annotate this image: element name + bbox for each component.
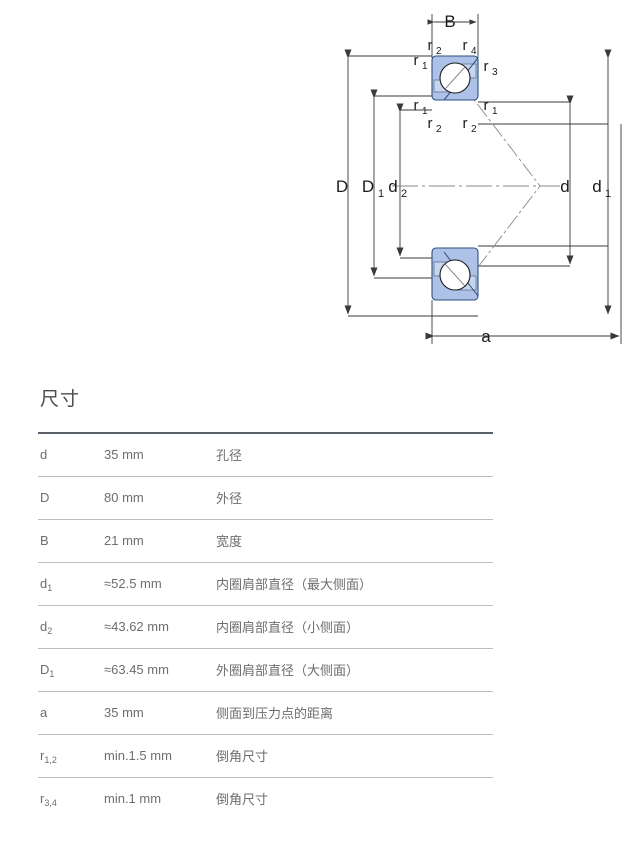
dimensions-title: 尺寸 (40, 389, 81, 410)
label-D1: D 1 (362, 177, 384, 200)
svg-text:D: D (362, 177, 374, 196)
dimension-symbol-subscript: 2 (47, 626, 53, 636)
label-r2-top-left: r 2 (428, 37, 443, 57)
dimension-symbol-subscript: 1 (49, 669, 55, 679)
dimension-description: 内圈肩部直径（最大侧面） (214, 561, 493, 605)
svg-text:1: 1 (492, 106, 498, 117)
dimension-symbol: B (38, 518, 102, 562)
label-d2: d 2 (388, 177, 407, 200)
svg-text:r: r (414, 97, 419, 114)
dimension-symbol: r3,4 (38, 776, 102, 820)
dimension-symbol: a (38, 690, 102, 734)
svg-text:r: r (428, 37, 433, 54)
svg-text:4: 4 (471, 46, 477, 57)
svg-text:2: 2 (471, 124, 477, 135)
label-d: d (560, 177, 569, 196)
dimension-symbol: d1 (38, 561, 102, 605)
dimension-symbol-subscript: 1 (47, 583, 53, 593)
bearing-lower-section (431, 247, 479, 301)
dimension-description: 侧面到压力点的距离 (214, 690, 493, 734)
dimension-description: 外圈肩部直径（大侧面） (214, 647, 493, 691)
label-r1-left-upper: r 1 (414, 52, 429, 72)
dimension-symbol: d (38, 432, 102, 476)
label-r4-top-right: r 4 (463, 37, 478, 57)
dimension-description: 倒角尺寸 (214, 776, 493, 820)
dimension-symbol: D1 (38, 647, 102, 691)
label-r2-bottom-right: r 2 (463, 115, 478, 135)
dimension-symbol: D (38, 475, 102, 519)
dimension-value: min.1.5 mm (102, 733, 214, 777)
dimension-value: ≈63.45 mm (102, 647, 214, 691)
svg-text:r: r (484, 58, 489, 75)
svg-text:1: 1 (378, 188, 384, 200)
dimension-description: 外径 (214, 475, 493, 519)
svg-text:r: r (463, 37, 468, 54)
svg-text:d: d (592, 177, 601, 196)
svg-text:2: 2 (401, 188, 407, 200)
bearing-upper-section (431, 55, 479, 101)
dimension-value: ≈52.5 mm (102, 561, 214, 605)
svg-text:2: 2 (436, 124, 442, 135)
dimension-description: 倒角尺寸 (214, 733, 493, 777)
label-r1-left-lower: r 1 (414, 97, 429, 117)
label-D: D (336, 177, 348, 196)
dimension-symbol: d2 (38, 604, 102, 648)
svg-text:r: r (428, 115, 433, 132)
svg-text:d: d (388, 177, 397, 196)
label-r2-bottom-left: r 2 (428, 115, 443, 135)
svg-text:2: 2 (436, 46, 442, 57)
dimension-description: 宽度 (214, 518, 493, 562)
svg-text:r: r (414, 52, 419, 69)
svg-text:r: r (463, 115, 468, 132)
dimension-value: 35 mm (102, 432, 214, 476)
dimension-symbol: r1,2 (38, 733, 102, 777)
label-B: B (444, 12, 455, 31)
drawing-extension-lines (344, 14, 622, 344)
svg-text:1: 1 (422, 61, 428, 72)
dimension-value: ≈43.62 mm (102, 604, 214, 648)
label-a: a (481, 327, 491, 346)
svg-text:1: 1 (605, 188, 611, 200)
label-r3-right-upper: r 3 (484, 58, 499, 78)
dimension-symbol-subscript: 3,4 (44, 798, 57, 809)
dimension-symbol-subscript: 1,2 (44, 755, 57, 765)
dimension-description: 孔径 (214, 432, 493, 476)
dimension-value: 21 mm (102, 518, 214, 562)
label-d1: d 1 (592, 177, 611, 200)
svg-text:1: 1 (422, 106, 428, 117)
dimension-description: 内圈肩部直径（小侧面） (214, 604, 493, 648)
dimension-value: min.1 mm (102, 776, 214, 820)
bearing-technical-drawing: B a D D 1 d 2 d d 1 r 2 r 4 r 1 (0, 0, 641, 380)
dimension-value: 80 mm (102, 475, 214, 519)
label-r1-right-lower: r 1 (484, 97, 499, 117)
svg-text:3: 3 (492, 67, 498, 78)
dimension-value: 35 mm (102, 690, 214, 734)
svg-text:r: r (484, 97, 489, 114)
